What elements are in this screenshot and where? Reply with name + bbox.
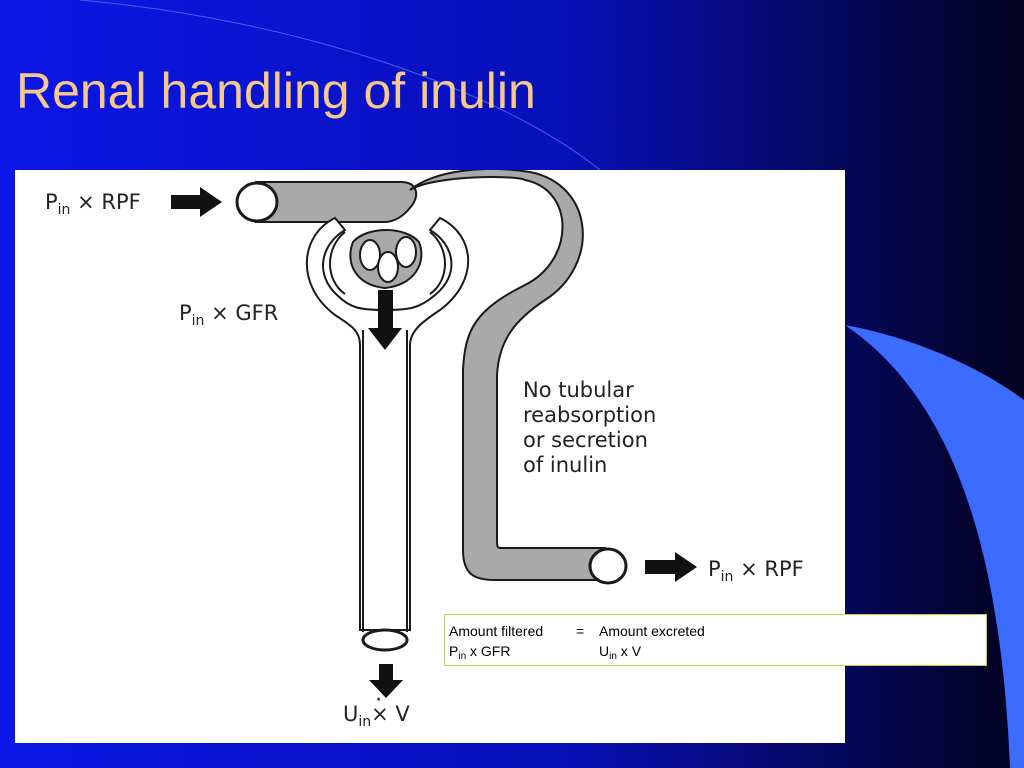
decorative-arc-line: [79, 0, 601, 171]
label-excreted: Uin × V: [343, 690, 410, 729]
inflow-arrow: [171, 187, 222, 217]
glomerular-capillary: [359, 239, 381, 271]
capsule-inner-arc: [329, 231, 346, 295]
note-line: of inulin: [523, 453, 608, 477]
label-outflow-rpf: Pin × RPF: [708, 557, 804, 585]
note-line: reabsorption: [523, 403, 657, 427]
filtration-arrow: [368, 290, 402, 350]
bowmans-capsule: [305, 216, 470, 631]
label-inflow-rpf: Pin × RPF: [45, 190, 141, 218]
note-line: or secretion: [523, 428, 648, 452]
equation-box: Amount filtered = Amount excreted Pin x …: [444, 614, 987, 666]
outflow-arrow: [645, 552, 697, 582]
afferent-vessel-opening: [235, 181, 279, 223]
amount-filtered-label: Amount filtered: [449, 623, 544, 639]
afferent-vessel: [255, 181, 418, 223]
renal-tubule: [362, 330, 408, 632]
no-reabsorption-note: No tubular reabsorption or secretion of …: [523, 378, 656, 478]
excretion-arrow: [369, 664, 403, 698]
amount-excreted-label: Amount excreted: [599, 623, 705, 639]
equals-sign: =: [576, 623, 585, 639]
efferent-vessel-opening: [588, 547, 628, 585]
filtered-formula: Pin x GFR: [449, 643, 511, 662]
tubule-opening: [361, 628, 409, 652]
glomerular-capillary: [377, 251, 399, 283]
decorative-swoosh: [845, 325, 1024, 768]
label-filtered-gfr: Pin × GFR: [179, 301, 279, 329]
nephron-diagram: Pin × RPF Pin × GFR Pin × RPF Uin × V No…: [15, 170, 845, 743]
capsule-inner-arc-right: [429, 231, 446, 295]
slide-title: Renal handling of inulin: [16, 63, 536, 119]
nephron-illustration: [171, 170, 697, 698]
excreted-formula: Uin x V: [599, 643, 642, 662]
glomerular-capillary: [395, 236, 417, 268]
note-line: No tubular: [523, 378, 634, 402]
